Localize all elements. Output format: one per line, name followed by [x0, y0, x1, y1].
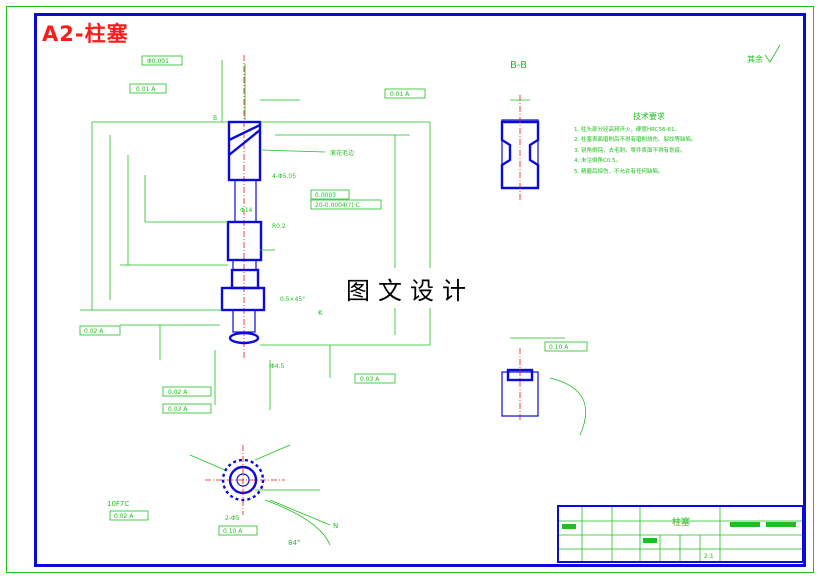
plunger-neck	[234, 179, 257, 223]
technical-notes-heading: 技术要求	[633, 112, 665, 121]
section-b-b	[500, 95, 540, 200]
svg-text:4-Φ5.05: 4-Φ5.05	[272, 173, 296, 180]
svg-text:0.10 A: 0.10 A	[549, 344, 569, 351]
svg-text:0.10 A: 0.10 A	[223, 528, 243, 535]
detail-view: 0.10 A	[501, 337, 588, 436]
knurl-label: 滚花毛边	[330, 150, 355, 157]
svg-text:0.01 A: 0.01 A	[390, 91, 410, 98]
svg-text:0.03 A: 0.03 A	[360, 376, 380, 383]
technical-note-item: 5. 精磨后探伤，不允许有任何缺陷。	[574, 168, 664, 175]
svg-text:20-0.0004(?) C: 20-0.0004(?) C	[315, 202, 360, 209]
chamfer-label: 0.5×45°	[280, 296, 306, 303]
roughness-symbol	[764, 44, 781, 63]
angle-label: 84°	[288, 539, 301, 547]
technical-note-item: 2. 柱塞表面磨削后不得有磨削烧伤、裂纹等缺陷。	[574, 137, 697, 143]
roughness-note: 其余	[747, 55, 763, 64]
svg-text:0.02 A: 0.02 A	[168, 389, 188, 396]
plunger-elevation	[220, 55, 266, 360]
plunger-body	[226, 220, 263, 262]
svg-text:R0.2: R0.2	[272, 223, 286, 230]
svg-text:0.0003: 0.0003	[315, 192, 336, 199]
svg-text:Φ14: Φ14	[240, 207, 253, 214]
svg-text:0.02 A: 0.02 A	[114, 513, 134, 520]
svg-text:Φ4.5: Φ4.5	[270, 363, 284, 370]
technical-note-item: 4. 未注倒角C0.5。	[574, 158, 622, 164]
technical-notes: 技术要求 1. 柱头部分经高频淬火，硬度HRC56-61。 2. 柱塞表面磨削后…	[574, 112, 724, 177]
svg-text:0.03 A: 0.03 A	[168, 406, 188, 413]
sheet-outer-border	[6, 6, 814, 573]
drawing-frame	[34, 13, 806, 567]
svg-text:B: B	[213, 115, 217, 122]
technical-note-item: 3. 锐角倒钝，去毛刺，零件表面不得有划痕。	[574, 147, 686, 154]
svg-text:0.01 A: 0.01 A	[136, 86, 156, 93]
n-label: N	[333, 522, 339, 530]
end-view: 0.02 A 0.10 A 2-Φ5	[109, 444, 331, 546]
svg-text:Φ0.001: Φ0.001	[147, 58, 169, 65]
part-name: 柱塞	[672, 518, 691, 528]
section-label: B-B	[510, 60, 527, 71]
dimension-lines: Φ0.001 0.01 A 0.01 A 0.02 A 0.02 A 0.03 …	[79, 55, 431, 414]
datum-k-label: K	[318, 309, 323, 317]
sheet-title: A2-柱塞	[42, 22, 129, 46]
scale-value: 2:1	[704, 553, 714, 560]
fit-label: 10F7C	[107, 500, 130, 508]
svg-text:0.02 A: 0.02 A	[84, 328, 104, 335]
plunger-flange	[220, 286, 266, 312]
title-block-grid	[557, 505, 804, 563]
plunger-base	[228, 331, 260, 345]
title-block	[557, 505, 804, 563]
plunger-collar	[230, 268, 260, 290]
watermark: 图文设计	[332, 268, 488, 308]
svg-text:2-Φ5: 2-Φ5	[225, 515, 240, 522]
technical-note-item: 1. 柱头部分经高频淬火，硬度HRC56-61。	[574, 126, 681, 133]
